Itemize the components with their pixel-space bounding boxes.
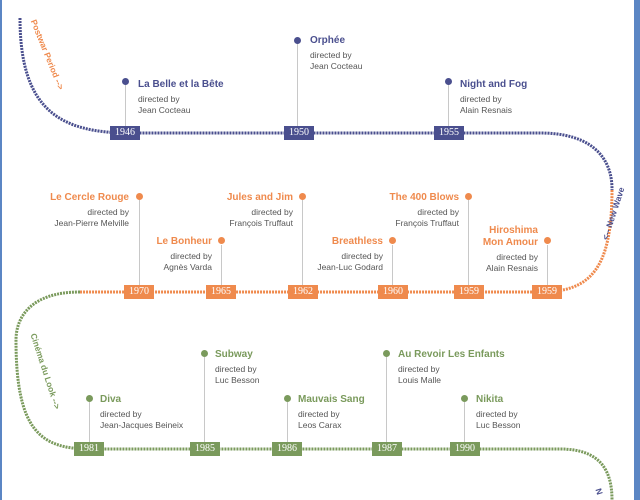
marker-dot bbox=[218, 237, 225, 244]
marker-dot bbox=[389, 237, 396, 244]
marker-dot bbox=[465, 193, 472, 200]
film-entry: Mauvais Sang directed by Leos Carax bbox=[298, 394, 428, 430]
stem bbox=[464, 402, 465, 442]
film-director: directed by Luc Besson bbox=[476, 409, 521, 430]
year-label: 1986 bbox=[272, 442, 302, 456]
marker-dot bbox=[136, 193, 143, 200]
film-title: La Belle et la Bête bbox=[138, 79, 224, 90]
stem bbox=[392, 245, 393, 285]
stem bbox=[287, 402, 288, 442]
year-label: 1965 bbox=[206, 285, 236, 299]
film-director: directed by Louis Malle bbox=[398, 364, 441, 385]
film-director: directed by Jean-Luc Godard bbox=[317, 251, 383, 272]
film-title: Subway bbox=[215, 349, 253, 360]
film-director: directed by Luc Besson bbox=[215, 364, 260, 385]
stem bbox=[297, 42, 298, 126]
marker-dot bbox=[445, 78, 452, 85]
marker-dot bbox=[383, 350, 390, 357]
film-entry: Night and Fog directed by Alain Resnais bbox=[460, 79, 590, 115]
year-label: 1981 bbox=[74, 442, 104, 456]
year-label: 1950 bbox=[284, 126, 314, 140]
marker-dot bbox=[544, 237, 551, 244]
film-entry: Subway directed by Luc Besson bbox=[215, 349, 345, 385]
track-green bbox=[14, 290, 614, 500]
stem bbox=[468, 200, 469, 285]
film-entry: Le Bonheur directed by Agnès Varda bbox=[82, 236, 212, 272]
year-label: 1990 bbox=[450, 442, 480, 456]
film-entry: Orphée directed by Jean Cocteau bbox=[310, 35, 440, 71]
film-title: Nikita bbox=[476, 394, 504, 405]
film-entry: Jules and Jim directed by François Truff… bbox=[163, 192, 293, 228]
film-entry: Hiroshima Mon Amour directed by Alain Re… bbox=[408, 225, 538, 273]
stem bbox=[221, 245, 222, 285]
marker-dot bbox=[284, 395, 291, 402]
film-entry: Au Revoir Les Enfants directed by Louis … bbox=[398, 349, 538, 385]
stem bbox=[386, 357, 387, 442]
stem bbox=[89, 402, 90, 442]
film-director: directed by Alain Resnais bbox=[486, 252, 538, 273]
marker-dot bbox=[299, 193, 306, 200]
film-director: directed by Alain Resnais bbox=[460, 94, 512, 115]
frame-right-border bbox=[634, 0, 640, 500]
marker-dot bbox=[86, 395, 93, 402]
film-entry: Diva directed by Jean-Jacques Beineix bbox=[100, 394, 230, 430]
track-blue bbox=[18, 17, 614, 191]
film-title: Breathless bbox=[331, 236, 383, 247]
year-label: 1987 bbox=[372, 442, 402, 456]
film-entry: La Belle et la Bête directed by Jean Coc… bbox=[138, 79, 268, 115]
film-director: directed by François Truffaut bbox=[395, 207, 459, 228]
film-entry: The 400 Blows directed by François Truff… bbox=[329, 192, 459, 228]
year-label: 1959 bbox=[532, 285, 562, 299]
film-title: Night and Fog bbox=[460, 79, 528, 90]
track-orange bbox=[80, 189, 614, 294]
film-director: directed by Leos Carax bbox=[298, 409, 342, 430]
frame-left-border bbox=[0, 0, 2, 500]
stem bbox=[204, 357, 205, 442]
stem bbox=[302, 200, 303, 285]
marker-dot bbox=[461, 395, 468, 402]
film-title: Mauvais Sang bbox=[298, 394, 365, 405]
year-label: 1959 bbox=[454, 285, 484, 299]
film-director: directed by Jean Cocteau bbox=[138, 94, 191, 115]
film-entry: Nikita directed by Luc Besson bbox=[476, 394, 606, 430]
marker-dot bbox=[201, 350, 208, 357]
stem bbox=[125, 82, 126, 126]
film-title: Diva bbox=[100, 394, 122, 405]
year-label: 1946 bbox=[110, 126, 140, 140]
film-title: Jules and Jim bbox=[226, 192, 293, 203]
film-entry: Le Cercle Rouge directed by Jean-Pierre … bbox=[0, 192, 129, 228]
marker-dot bbox=[294, 37, 301, 44]
film-title: Orphée bbox=[310, 35, 346, 46]
film-title: Hiroshima Mon Amour bbox=[482, 225, 538, 248]
stem bbox=[448, 82, 449, 126]
year-label: 1955 bbox=[434, 126, 464, 140]
year-label: 1960 bbox=[378, 285, 408, 299]
year-label: 1985 bbox=[190, 442, 220, 456]
film-entry: Breathless directed by Jean-Luc Godard bbox=[253, 236, 383, 272]
film-director: directed by Jean-Jacques Beineix bbox=[100, 409, 184, 430]
film-director: directed by Jean-Pierre Melville bbox=[54, 207, 129, 228]
film-director: directed by Agnès Varda bbox=[163, 251, 212, 272]
film-director: directed by François Truffaut bbox=[229, 207, 293, 228]
film-title: Au Revoir Les Enfants bbox=[398, 349, 505, 360]
stem bbox=[139, 200, 140, 285]
year-label: 1962 bbox=[288, 285, 318, 299]
year-label: 1970 bbox=[124, 285, 154, 299]
film-title: Le Cercle Rouge bbox=[50, 192, 129, 203]
film-director: directed by Jean Cocteau bbox=[310, 50, 363, 71]
film-title: Le Bonheur bbox=[156, 236, 212, 247]
film-title: The 400 Blows bbox=[389, 192, 459, 203]
stem bbox=[547, 245, 548, 285]
marker-dot bbox=[122, 78, 129, 85]
